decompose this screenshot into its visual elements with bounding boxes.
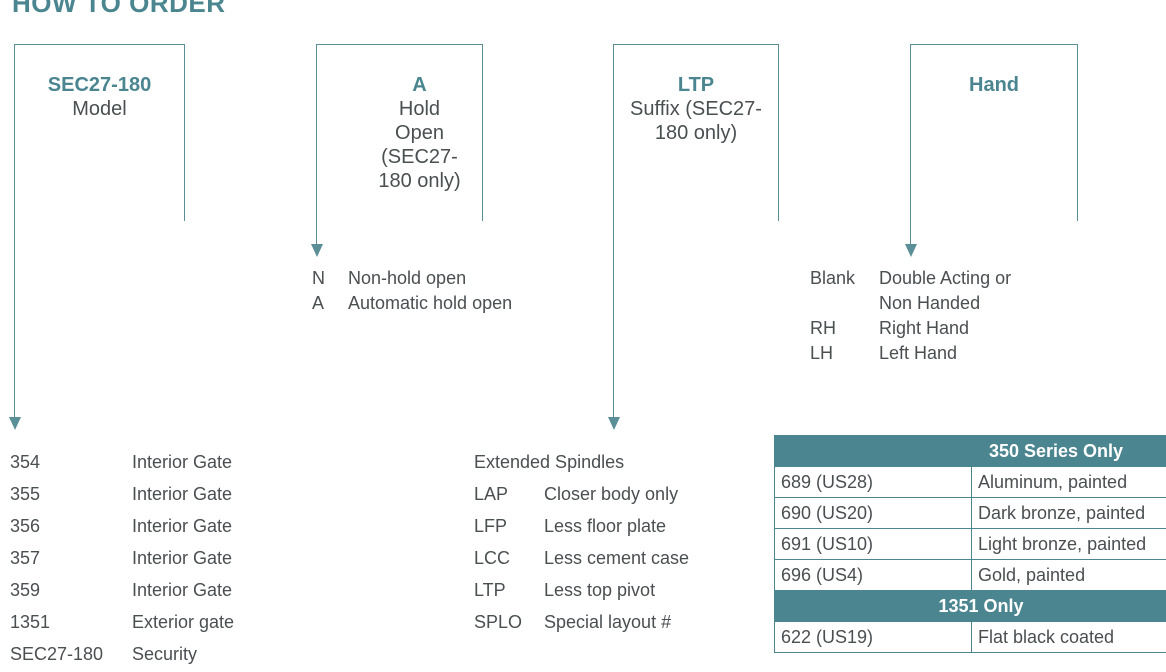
hand-bracket: Hand xyxy=(910,44,1078,221)
suffix-heading-text: Extended Spindles xyxy=(474,452,625,472)
table-header: 350 Series Only xyxy=(774,435,1166,467)
table-header-row: 350 Series Only xyxy=(774,435,1166,467)
suffix-arrow-icon xyxy=(607,417,620,430)
table-row: 690 (US20)Dark bronze, painted xyxy=(774,497,1166,529)
hold-open-code: A xyxy=(412,74,427,96)
suffix-label: Suffix (SEC27-180 only) xyxy=(630,98,762,144)
table-row: 689 (US28)Aluminum, painted xyxy=(774,466,1166,498)
hold-open-bracket: A Hold Open (SEC27-180 only) xyxy=(316,44,483,221)
hold-open-heading: A Hold Open (SEC27-180 only) xyxy=(357,73,482,193)
suffix-arrow-line xyxy=(613,220,614,417)
table-row: 622 (US19)Flat black coated xyxy=(774,621,1166,653)
model-code: SEC27-180 xyxy=(47,74,152,96)
model-bracket: SEC27-180 Model xyxy=(14,44,185,221)
hold-open-arrow-line xyxy=(316,220,317,244)
suffix-code: LTP xyxy=(677,74,715,96)
table-row: 696 (US4)Gold, painted xyxy=(774,559,1166,591)
hold-open-label: Hold Open (SEC27-180 only) xyxy=(378,98,461,192)
model-heading: SEC27-180 Model xyxy=(15,73,184,121)
model-arrow-icon xyxy=(8,417,21,430)
hand-heading: Hand xyxy=(911,73,1077,97)
table-header: 1351 Only xyxy=(774,590,1166,622)
table-row: 691 (US10)Light bronze, painted xyxy=(774,528,1166,560)
model-arrow-line xyxy=(14,220,15,417)
model-label: Model xyxy=(72,98,127,120)
suffix-heading: LTP Suffix (SEC27-180 only) xyxy=(614,73,778,145)
finish-table: 350 Series Only 689 (US28)Aluminum, pain… xyxy=(774,435,1166,653)
table-header-row: 1351 Only xyxy=(774,590,1166,622)
page-title: HOW TO ORDER xyxy=(12,0,226,18)
hand-arrow-icon xyxy=(904,244,917,257)
hold-open-arrow-icon xyxy=(310,244,323,257)
hand-arrow-line xyxy=(910,220,911,244)
list-item: Non Handed xyxy=(879,293,981,313)
suffix-bracket: LTP Suffix (SEC27-180 only) xyxy=(613,44,779,221)
hand-code: Hand xyxy=(969,74,1019,96)
